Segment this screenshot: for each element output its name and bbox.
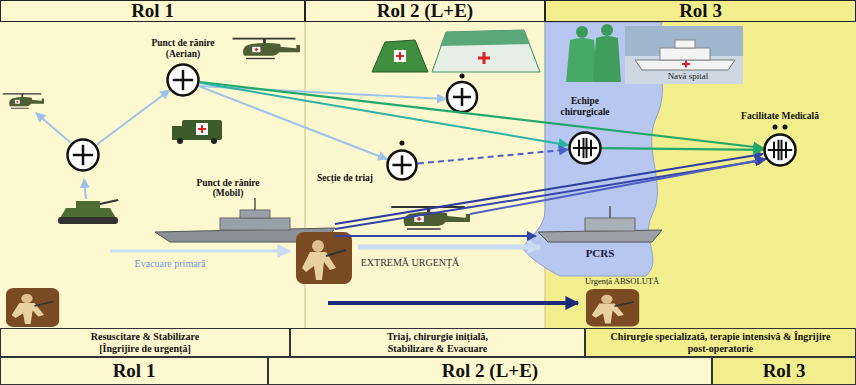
role-text: Triaj, chirurgie inițială, Stabilizare &… [366,331,509,354]
priority-label: EXTREMĂ URGENȚĂ [361,257,460,268]
node-outline [386,149,418,181]
connector-arrow [199,86,387,159]
flow-label: Evacuare primară [135,258,206,269]
point-label: Echipe chirurgicale [552,96,618,117]
hospital-ship-photo [625,26,743,84]
role-footer: Rol 2 (L+E) [268,357,712,385]
casualty-point: Punct de rănire (Mobil) [66,138,100,172]
role2-treatment-point [447,74,477,113]
role-text: Rol 2 (L+E) [442,360,538,382]
ambulance [172,120,222,144]
soldier-icon [6,232,639,327]
connector-arrow [602,148,763,150]
role-footer: Rol 3 [712,357,856,385]
role-description: Chirurgie specializată, terapie intensiv… [585,328,856,357]
casualty-point: Punct de rănire (Aerian) [166,63,200,97]
role-description: Resuscitare & Stabilizare [Îngrijire de … [0,328,290,357]
node-outline [166,63,200,97]
role-grounds [0,0,856,328]
node-outline [66,138,100,172]
connector-arrow [200,82,763,148]
role-text: Rol 3 [763,360,806,382]
medical-facility: Facilitate Medicală [763,133,797,167]
role-text: Chirurgie specializată, terapie intensiv… [604,331,837,354]
ship-label: PCRS [586,247,615,259]
armoured-vehicle [58,200,118,224]
surgical-team-figures [566,24,621,82]
connector-arrow [418,150,568,164]
role-heading: Rol 3 [545,0,856,22]
point-label: Secție de triaj [315,173,375,183]
node-outline [568,131,602,165]
point-label: Facilitate Medicală [739,111,821,121]
node-outline [763,133,797,167]
role-heading: Rol 2 (L+E) [305,0,545,22]
connector-arrow [97,90,170,145]
evacuation-arrows [36,86,766,303]
role-text: Resuscitare & Stabilizare [Îngrijire de … [71,331,219,354]
role-text: Rol 1 [113,360,156,382]
role-heading: Rol 1 [0,0,305,22]
role-description: Triaj, chirurgie inițială, Stabilizare &… [290,328,585,357]
point-label: Punct de rănire (Mobil) [188,178,268,199]
ship-caption: Navă spital [668,72,709,82]
surgical-point: Echipe chirurgicale [568,131,602,165]
role-footer: Rol 1 [0,357,268,385]
role-column: Rol 2 (L+E) Secție de triaj [305,0,545,328]
helicopter [3,39,470,229]
role-column: Rol 1 Punct de rănire (Aerian) Punct de ră… [0,0,305,328]
priority-label: Urgență ABSOLUTĂ [585,277,659,286]
pcrs-ship [538,206,662,242]
point-label: Punct de rănire (Aerian) [143,38,223,59]
connector-arrow [200,83,568,145]
field-tents [372,30,540,72]
triage-point: Secție de triaj [386,149,418,181]
